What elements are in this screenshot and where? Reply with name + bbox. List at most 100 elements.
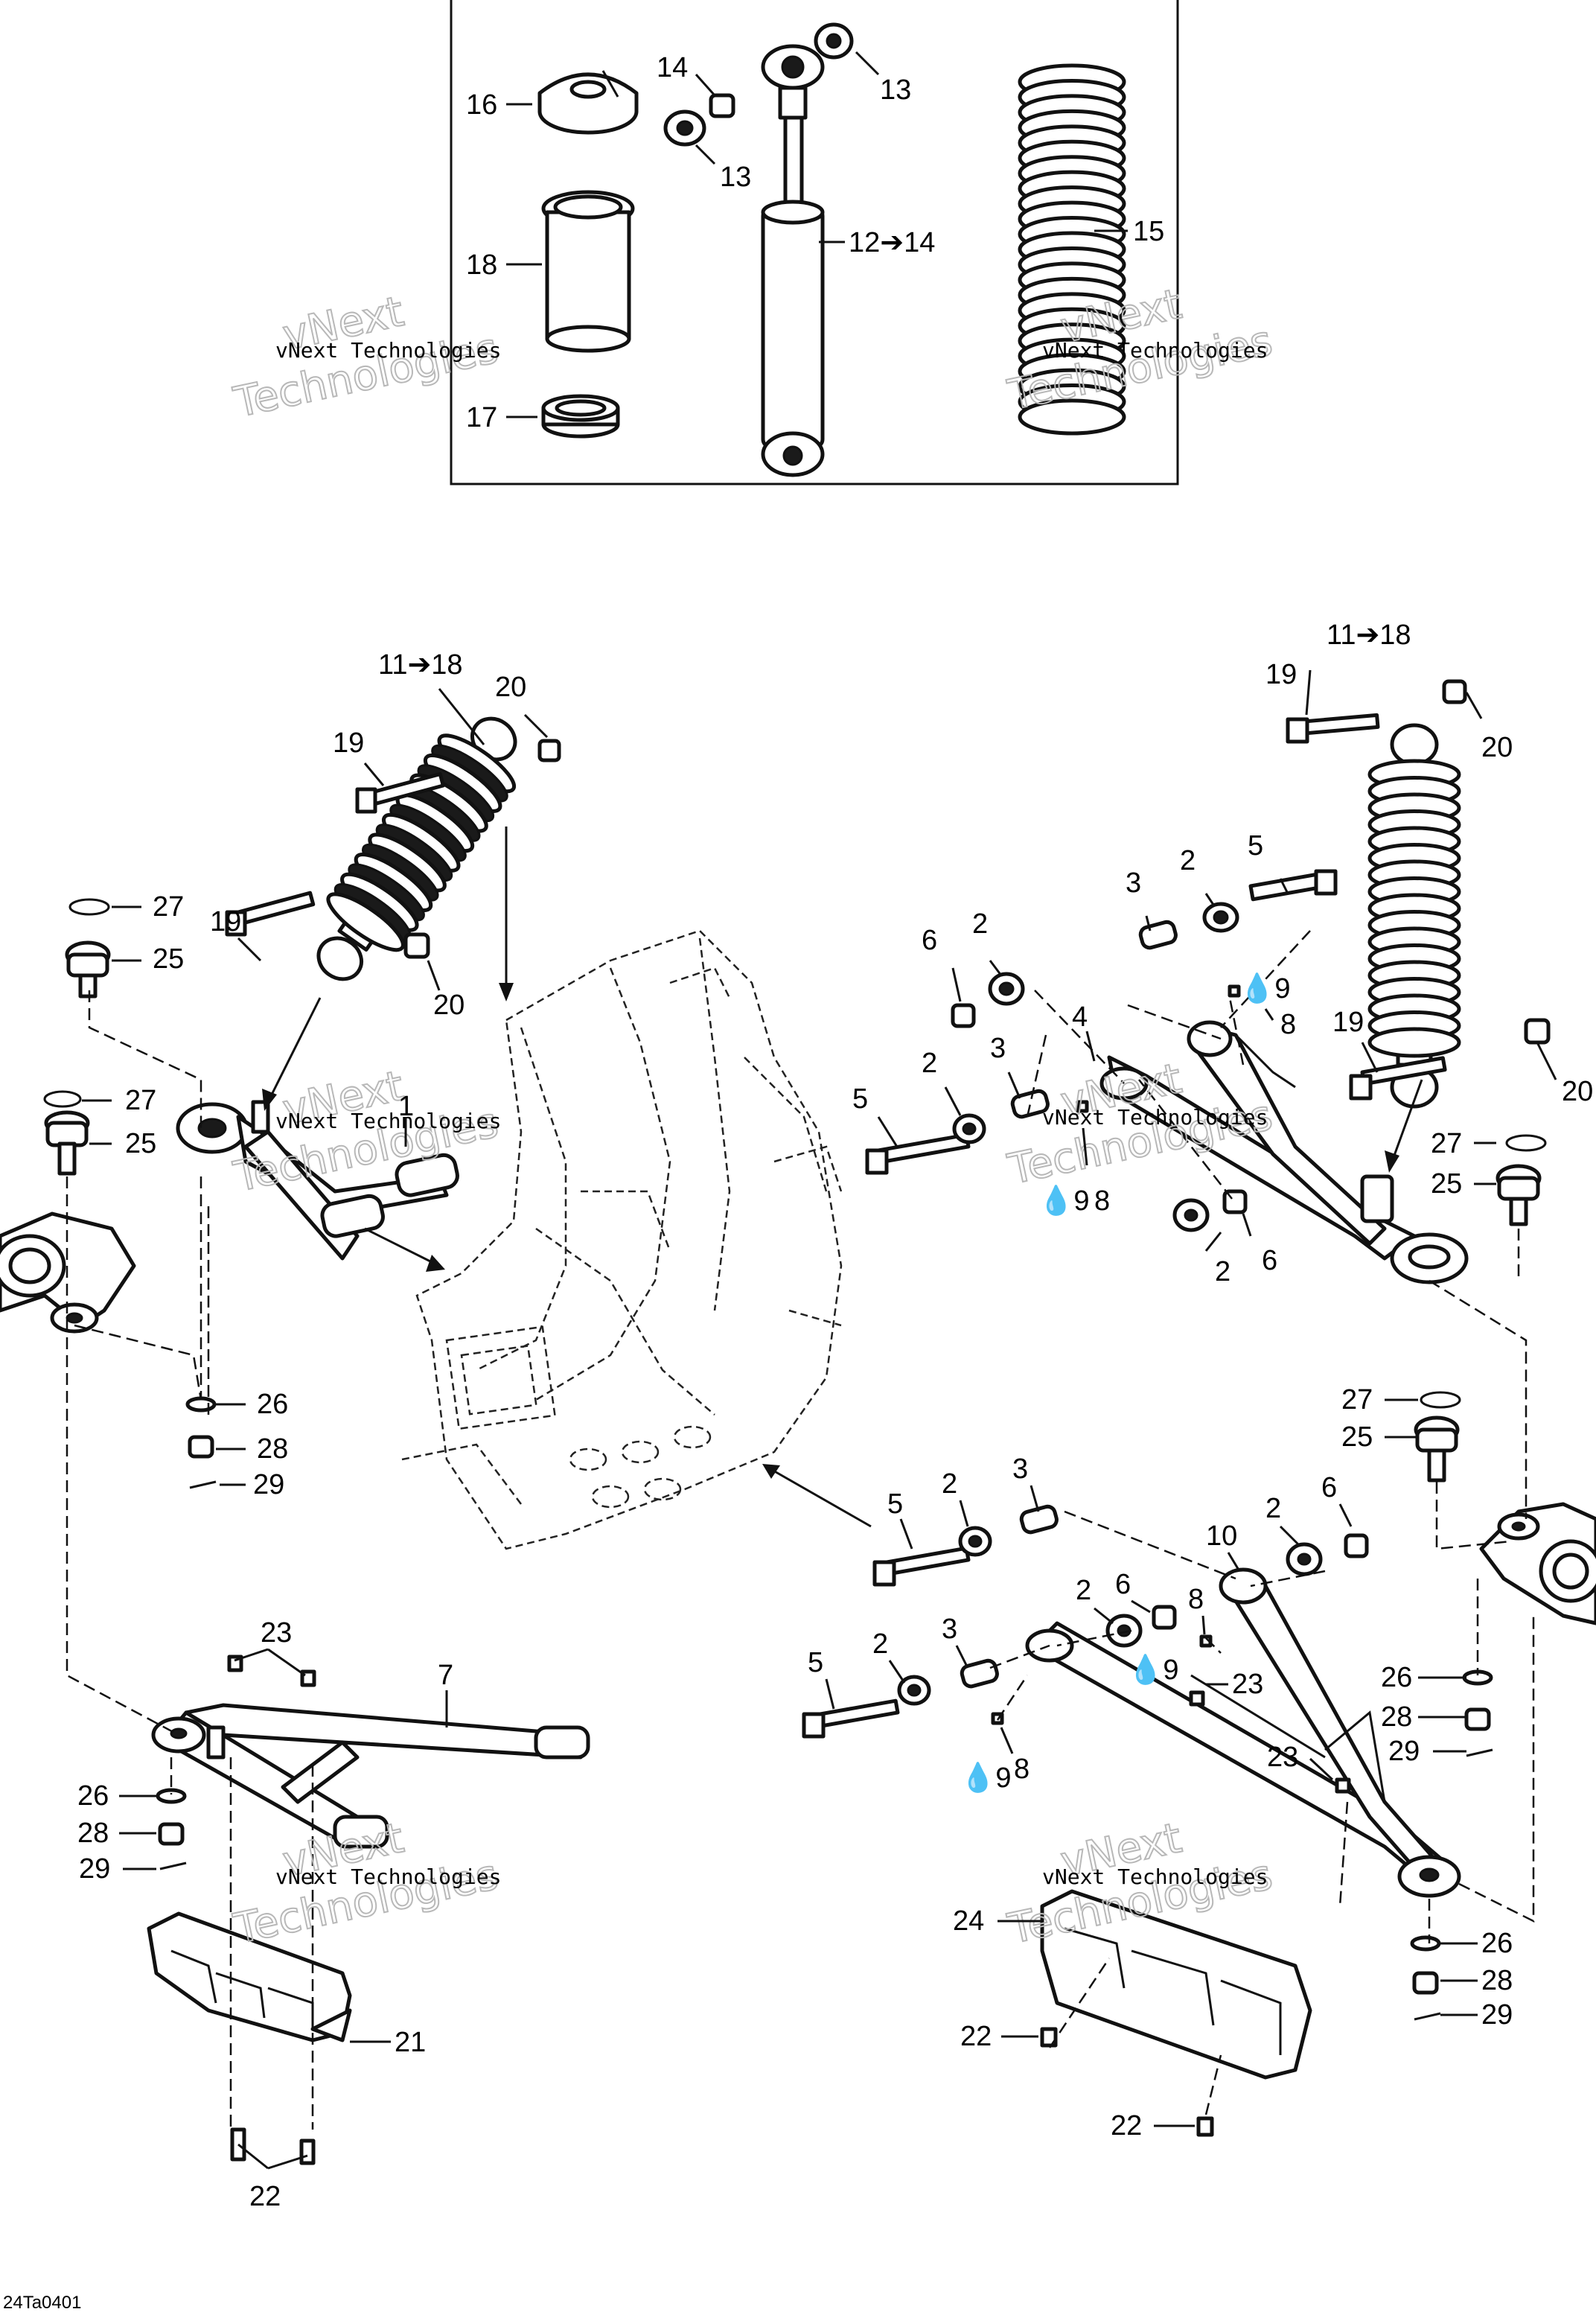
callout-20: 20	[1481, 732, 1513, 763]
spring-coil	[1367, 1027, 1461, 1058]
callout-28: 28	[257, 1433, 288, 1465]
sleeve-part	[541, 190, 635, 353]
callout-2: 2	[942, 1468, 957, 1500]
left-ball-joint-upper	[65, 898, 111, 999]
callout-19: 19	[1332, 1007, 1364, 1038]
callout-2: 2	[972, 908, 988, 940]
vehicle-frame	[401, 929, 843, 1550]
callout-29: 29	[1481, 1999, 1513, 2031]
diagram-reference: 24Ta0401	[3, 2293, 81, 2312]
callout-2: 2	[922, 1048, 937, 1079]
watermark-text: vNext Technologies	[275, 1864, 501, 1889]
callout-23: 23	[1232, 1669, 1263, 1700]
callout-27: 27	[1341, 1384, 1373, 1415]
callout-25: 25	[153, 943, 184, 975]
callout-11-18: 11➔18	[1327, 620, 1411, 651]
callout-14: 14	[657, 52, 688, 83]
callout-8: 8	[1014, 1754, 1030, 1785]
shock-eyelet-bottom	[316, 936, 364, 981]
callout-13: 13	[720, 162, 751, 193]
callout-22: 22	[960, 2021, 992, 2052]
callout-8: 8	[1094, 1185, 1110, 1217]
left-ball-joint-lower	[43, 1090, 90, 1176]
skid-plate-bolts	[230, 2027, 1214, 2165]
spring-coil	[326, 892, 405, 952]
callout-2: 2	[1215, 1256, 1230, 1287]
callout-24: 24	[953, 1905, 984, 1937]
callout-27: 27	[125, 1085, 156, 1116]
watermark-text: vNext Technologies	[275, 1109, 501, 1133]
callout-20: 20	[433, 990, 465, 1021]
callout-20: 20	[495, 672, 526, 703]
callout-22: 22	[249, 2181, 281, 2212]
right-shock-assembly	[1286, 679, 1551, 1109]
coil-spring-part	[1018, 63, 1126, 436]
callout-9: 💧9	[1239, 972, 1290, 1004]
callout-2: 2	[1265, 1493, 1281, 1524]
callout-3: 3	[990, 1033, 1006, 1064]
callout-28: 28	[1381, 1701, 1412, 1733]
spring-coil	[1018, 398, 1126, 436]
callout-26: 26	[1481, 1928, 1513, 1959]
callout-17: 17	[466, 402, 497, 433]
assembly-lines	[66, 930, 1535, 2130]
callout-11-18: 11➔18	[378, 649, 463, 681]
spring-stopper-part	[537, 70, 639, 135]
watermark-text: vNext Technologies	[1042, 1864, 1268, 1889]
right-steering-knuckle	[1479, 1502, 1596, 1625]
left-lower-a-arm	[151, 1703, 590, 1849]
callout-leaders	[82, 51, 1557, 2170]
callout-19: 19	[1265, 659, 1297, 690]
bushing-part	[663, 22, 854, 147]
callout-27: 27	[153, 891, 184, 923]
shock-eyelet-top	[1390, 723, 1439, 766]
right-skid-plate	[1040, 1889, 1312, 2080]
callout-9: 💧9	[960, 1761, 1011, 1794]
inset-box: vNext Technologies vNext Technologies vN…	[229, 0, 1277, 485]
callout-9: 💧9	[1038, 1184, 1089, 1217]
callout-2: 2	[872, 1628, 888, 1660]
callout-29: 29	[79, 1853, 110, 1885]
callout-10: 10	[1206, 1520, 1237, 1552]
callout-26: 26	[257, 1389, 288, 1420]
callout-25: 25	[125, 1128, 156, 1159]
ring-part	[541, 394, 620, 439]
callout-3: 3	[1012, 1453, 1028, 1485]
callout-16: 16	[466, 89, 497, 121]
callout-6: 6	[1115, 1569, 1131, 1600]
callout-4: 4	[1072, 1001, 1088, 1033]
callout-7: 7	[438, 1660, 453, 1691]
callout-5: 5	[852, 1083, 868, 1115]
callout-22: 22	[1111, 2110, 1142, 2141]
left-shock-assembly	[225, 716, 561, 981]
right-upper-a-arm	[1099, 1020, 1469, 1284]
callout-9: 💧9	[1128, 1653, 1178, 1686]
callout-15: 15	[1133, 216, 1164, 247]
mounting-arrows	[262, 827, 1423, 1528]
callout-26: 26	[77, 1780, 109, 1812]
left-upper-a-arm	[176, 1100, 459, 1261]
callout-3: 3	[942, 1614, 957, 1645]
left-hardware-stack	[185, 1396, 217, 1489]
callout-3: 3	[1126, 867, 1141, 899]
right-hardware-stack	[1410, 1669, 1493, 2021]
callout-20: 20	[1562, 1076, 1593, 1107]
callout-5: 5	[1248, 830, 1263, 862]
callout-29: 29	[1388, 1736, 1420, 1767]
callout-1: 1	[398, 1091, 414, 1122]
right-lower-hardware	[802, 1504, 1369, 1794]
callout-6: 6	[1262, 1245, 1277, 1276]
callout-26: 26	[1381, 1662, 1412, 1693]
callout-23: 23	[261, 1617, 292, 1649]
callout-12-14: 12➔14	[849, 227, 935, 258]
right-ball-joint-lower	[1414, 1391, 1461, 1483]
watermark-text: vNext Technologies	[1042, 338, 1268, 363]
callout-6: 6	[1321, 1472, 1337, 1503]
callout-13: 13	[880, 74, 911, 106]
callout-18: 18	[466, 249, 497, 281]
callout-5: 5	[808, 1647, 823, 1678]
watermark-text: vNext Technologies	[1042, 1105, 1268, 1130]
right-ball-joint-upper	[1496, 1134, 1547, 1226]
callout-labels: 16 14 13 13 18 12➔14 15 17 11➔18 20 19 2…	[77, 52, 1593, 2212]
callout-2: 2	[1076, 1575, 1091, 1606]
